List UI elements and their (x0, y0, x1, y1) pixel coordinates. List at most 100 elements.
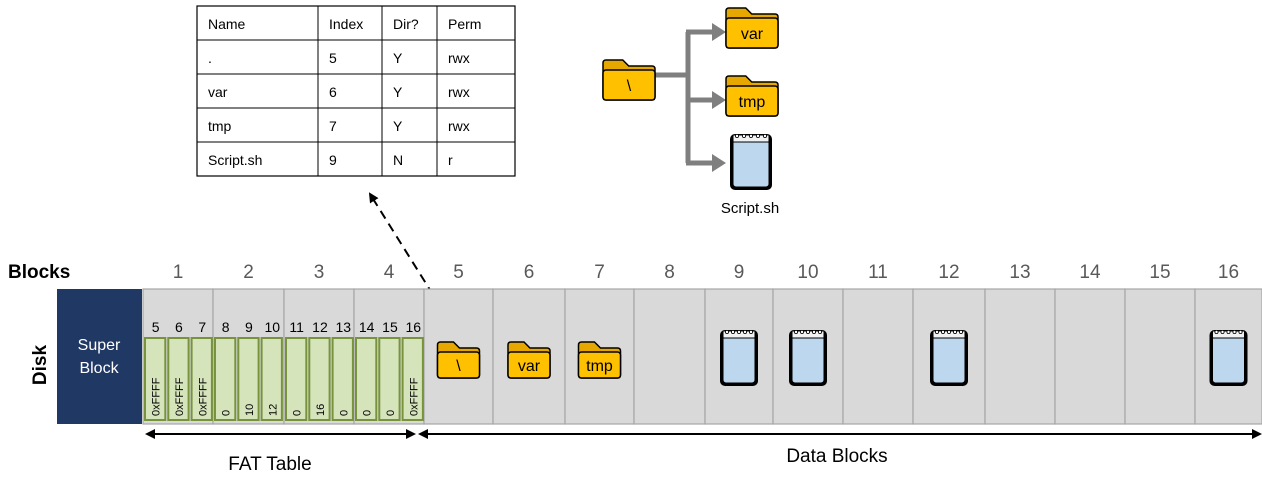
disk-label: Disk (30, 345, 51, 386)
block-16-file-icon-page (1212, 335, 1245, 384)
fat-index-13: 13 (335, 319, 351, 335)
block-5-folder-icon-label: \ (456, 358, 461, 375)
dir-entry-pointer-arrow (368, 192, 458, 334)
fat-index-5: 5 (152, 319, 160, 335)
fat-entry-10 (260, 337, 283, 421)
block-number-5: 5 (453, 262, 464, 283)
block-number-12: 12 (938, 262, 959, 283)
dir-table-cell: rwx (448, 118, 470, 134)
tree-arrowhead (712, 23, 726, 41)
block-9-file-icon-ring (725, 329, 730, 334)
tree-tmp-folder-icon-front (725, 85, 779, 117)
block-number-1: 1 (173, 262, 184, 283)
disk-block-15 (1124, 288, 1196, 425)
block-12-file-icon-page (932, 335, 966, 384)
fat-entry-15 (378, 337, 401, 421)
block-number-14: 14 (1079, 262, 1101, 283)
block-12-file-icon-ring (959, 329, 964, 334)
block-16-file-icon-ring (1214, 329, 1219, 334)
fat-value-8: 0 (221, 410, 233, 416)
block-16-file-icon-ring (1238, 329, 1243, 334)
block-number-2: 2 (243, 262, 254, 283)
block-9-file-icon-page (722, 335, 756, 384)
tree-var-folder-icon: var (725, 7, 779, 49)
dir-table-cell: var (208, 84, 228, 100)
tree-tmp-folder-icon: tmp (725, 75, 779, 117)
fat-table-label: FAT Table (228, 454, 311, 475)
fat-entry-14 (355, 337, 378, 421)
dir-table-cell: N (393, 152, 403, 168)
tree-root-folder-icon-label: \ (627, 78, 632, 95)
block-number-13: 13 (1009, 262, 1030, 283)
dir-table-cell: rwx (448, 84, 470, 100)
tree-script-file-icon-ring (756, 133, 761, 138)
block-number-15: 15 (1149, 262, 1170, 283)
block-9-file-icon-ring (749, 329, 754, 334)
dir-table-header-cell: Index (329, 16, 363, 32)
superblock-label-line1: Super (78, 337, 121, 354)
tree-script-file-icon-ring (763, 133, 768, 138)
block-10-file-icon-ring (812, 329, 817, 334)
block-number-6: 6 (524, 262, 535, 283)
superblock-label-line2: Block (79, 360, 119, 377)
block-5-folder-icon-front (436, 351, 481, 379)
fat-value-5: 0xFFFF (151, 377, 163, 416)
block-10-file-icon (789, 329, 827, 386)
block-10-file-icon-page (791, 335, 825, 384)
block-9-file-icon (720, 329, 758, 386)
block-number-16: 16 (1218, 262, 1239, 283)
fat-entry-7 (190, 337, 213, 421)
tree-script-file-icon-page (732, 139, 770, 188)
fat-value-9: 10 (244, 404, 256, 416)
block-12-file-icon-ring (953, 329, 958, 334)
dir-table-cell: Y (393, 118, 403, 134)
block-number-4: 4 (384, 262, 395, 283)
block-number-7: 7 (594, 262, 605, 283)
block-9-file-icon-ring (737, 329, 742, 334)
tree-var-folder-icon-label: var (741, 26, 764, 43)
block-7-folder-icon-label: tmp (586, 358, 613, 375)
fat-index-16: 16 (405, 319, 421, 335)
block-16-file-icon-ring (1220, 329, 1225, 334)
fat-value-12: 16 (315, 404, 327, 416)
dir-table-cell: . (208, 50, 212, 66)
disk-block-11 (842, 288, 914, 425)
tree-tmp-folder-icon-label: tmp (739, 94, 766, 111)
fat-index-10: 10 (264, 319, 280, 335)
fat-value-13: 0 (338, 410, 350, 416)
block-16-file-icon (1209, 329, 1248, 386)
block-12-file-icon-ring (935, 329, 940, 334)
block-16-file-icon-ring (1232, 329, 1237, 334)
block-10-file-icon-ring (800, 329, 805, 334)
block-number-3: 3 (314, 262, 325, 283)
fat-value-6: 0xFFFF (174, 377, 186, 416)
dir-table-header-cell: Dir? (393, 16, 419, 32)
fat-entry-11 (285, 337, 308, 421)
fat-entries: 50xFFFF60xFFFF70xFFFF8091010121101216130… (144, 319, 424, 421)
tree-var-folder-icon-front (725, 17, 779, 49)
fat-entry-8 (214, 337, 237, 421)
dir-table-cell: 7 (329, 118, 337, 134)
block-number-9: 9 (734, 262, 745, 283)
dir-table-border (196, 5, 516, 177)
fat-index-14: 14 (359, 319, 375, 335)
fat-entry-16 (401, 337, 424, 421)
dir-table-header-cell: Name (208, 16, 246, 32)
dir-table-cell: Script.sh (208, 152, 262, 168)
block-10-file-icon-ring (806, 329, 811, 334)
fat-value-15: 0 (385, 410, 397, 416)
superblock-box (57, 289, 142, 424)
block-5-folder-icon: \ (436, 341, 481, 379)
fat-entry-12 (308, 337, 331, 421)
tree-root-folder-icon-front (602, 69, 656, 101)
fat-index-15: 15 (382, 319, 398, 335)
tree-script-file-icon-ring (735, 133, 740, 138)
block-7-folder-icon-front (577, 351, 622, 379)
block-6-folder-icon: var (507, 341, 551, 379)
fat-index-6: 6 (175, 319, 183, 335)
superblock: Super Block (57, 289, 142, 424)
disk-block-13 (984, 288, 1056, 425)
